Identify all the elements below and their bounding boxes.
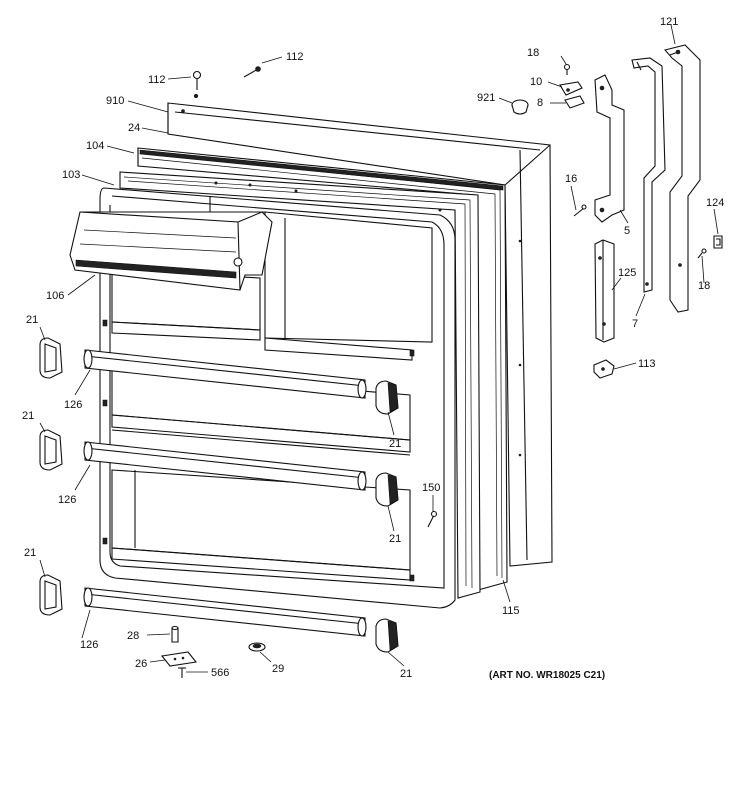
end-cap-left-2 <box>39 429 63 471</box>
bracket-125 <box>594 239 615 343</box>
leader-lines <box>39 24 719 673</box>
screw-16 <box>573 204 587 217</box>
label-7: 7 <box>632 318 638 330</box>
plate-10 <box>559 81 583 96</box>
screw-150 <box>427 510 438 528</box>
label-16: 16 <box>565 173 577 185</box>
label-125: 125 <box>618 267 636 279</box>
label-126-middle: 126 <box>58 494 76 506</box>
label-106: 106 <box>46 290 64 302</box>
label-26: 26 <box>135 658 147 670</box>
label-8: 8 <box>537 97 543 109</box>
label-21-right-2: 21 <box>389 533 401 545</box>
art-number: (ART NO. WR18025 C21) <box>489 670 605 681</box>
label-103: 103 <box>62 169 80 181</box>
screw-18-top <box>563 63 571 75</box>
hinge-bar-7 <box>631 57 666 293</box>
label-113: 113 <box>638 358 656 370</box>
label-28: 28 <box>127 630 139 642</box>
screw-112-left <box>192 70 202 90</box>
label-21-right-3: 21 <box>400 668 412 680</box>
clip-8 <box>564 95 585 109</box>
label-566: 566 <box>211 667 229 679</box>
label-126-lower: 126 <box>80 639 98 651</box>
label-21-left-2: 21 <box>22 410 34 422</box>
label-5: 5 <box>624 225 630 237</box>
inner-door-liner <box>99 181 456 609</box>
label-910: 910 <box>106 95 124 107</box>
label-24: 24 <box>128 122 140 134</box>
screw-18-right <box>697 248 707 259</box>
shelf-bar-lower <box>83 587 367 637</box>
shelf-bar-middle <box>83 441 367 491</box>
callout-labels: 112 112 910 24 104 103 106 21 21 21 21 2… <box>22 16 724 681</box>
screw-566 <box>178 667 186 678</box>
label-10: 10 <box>530 76 542 88</box>
label-21-right-1: 21 <box>389 438 401 450</box>
hinge-bracket-5 <box>594 74 625 223</box>
end-cap-right-2 <box>375 472 399 507</box>
label-112-right: 112 <box>286 51 304 63</box>
hinge-bar-121 <box>663 44 701 313</box>
block-113 <box>593 359 615 379</box>
button-921 <box>511 99 529 115</box>
label-126-upper: 126 <box>64 399 82 411</box>
end-cap-right-1 <box>375 380 399 415</box>
label-104: 104 <box>86 140 104 152</box>
end-cap-left-1 <box>39 337 63 379</box>
outer-door-panel <box>167 93 553 567</box>
shelf-bar-upper <box>83 349 367 399</box>
breaker-strip <box>119 171 481 599</box>
label-18-top: 18 <box>527 47 539 59</box>
screw-112-right <box>243 66 261 78</box>
pin-28 <box>171 625 179 643</box>
label-921: 921 <box>477 92 495 104</box>
end-cap-right-3 <box>375 618 399 653</box>
label-29: 29 <box>272 663 284 675</box>
label-18-right: 18 <box>698 280 710 292</box>
label-21-left-1: 21 <box>26 314 38 326</box>
dairy-compartment <box>69 211 273 291</box>
label-21-left-3: 21 <box>24 547 36 559</box>
label-150: 150 <box>422 482 440 494</box>
label-121: 121 <box>660 16 678 28</box>
label-115: 115 <box>502 605 520 617</box>
plug-29 <box>248 642 266 652</box>
plate-26 <box>160 651 198 667</box>
label-124: 124 <box>706 197 724 209</box>
clip-124 <box>713 235 723 249</box>
label-112-left: 112 <box>148 74 166 86</box>
end-cap-left-3 <box>39 574 63 616</box>
